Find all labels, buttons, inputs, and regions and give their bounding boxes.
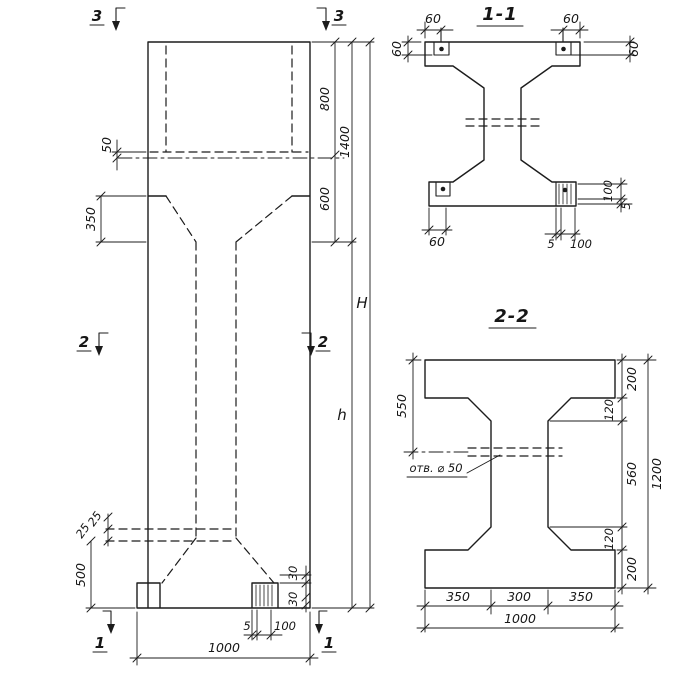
dim-100-label: 100 — [274, 619, 296, 633]
hole-leader-line — [406, 454, 501, 478]
dim-50-label: 50 — [99, 137, 114, 153]
section-marker-1-label: 1 — [324, 634, 334, 652]
section-2-2-outline — [424, 359, 616, 589]
dim-5-bottom-label: 5 — [547, 237, 554, 251]
dim-120-top-label: 120 — [602, 399, 616, 421]
section-marker-1-right: 1 — [315, 610, 337, 653]
dim-200-bottom-label: 200 — [624, 557, 639, 581]
section-1-1-hidden-lines — [465, 118, 540, 127]
section-marker-3-right: 3 — [316, 7, 347, 31]
section-marker-1-left: 1 — [92, 610, 115, 653]
section-marker-2-left: 2 — [76, 332, 109, 356]
dim-300-label: 300 — [507, 589, 531, 604]
dim-800-label: 800 — [317, 87, 332, 111]
dim-560-label: 560 — [624, 462, 639, 486]
elevation-dimension-ticks — [86, 37, 375, 663]
dim-1400-label: 1400 — [337, 126, 352, 158]
column-hidden-lines — [105, 45, 309, 584]
section-1-1-title: 1-1 — [482, 4, 518, 25]
dim-600-label: 600 — [317, 187, 332, 211]
section-1-1-dimension-lines — [407, 29, 631, 235]
dim-30-a-label: 30 — [286, 566, 300, 581]
section-2-2-dimension-ticks — [408, 355, 653, 633]
dim-h-label: h — [337, 406, 347, 424]
dim-H-label: H — [356, 294, 367, 312]
elevation-extension-lines — [85, 41, 375, 666]
section-arrow-head — [95, 346, 103, 356]
section-arrow-head — [322, 21, 330, 31]
section-marker-3-label: 3 — [92, 7, 102, 25]
dim-60-top-right-label: 60 — [563, 11, 579, 26]
embedded-channel-hatching — [558, 183, 572, 205]
anchor-dot — [440, 186, 446, 192]
section-marker-2-label: 2 — [318, 333, 328, 351]
dim-60-right-label: 60 — [626, 41, 641, 57]
section-2-2-hole-hidden-lines — [467, 447, 563, 457]
section-arrow-line — [76, 332, 109, 352]
section-arrow-head — [112, 21, 120, 31]
dim-5-right-label: 5 — [619, 202, 633, 209]
anchor-dot — [562, 187, 568, 193]
dim-1000-label: 1000 — [208, 640, 240, 655]
section-2-2-title: 2-2 — [494, 306, 530, 327]
section-arrow-line — [316, 7, 347, 26]
section-1-1-dimension-ticks — [403, 25, 635, 239]
dim-120-bottom-label: 120 — [602, 528, 616, 550]
section-arrow-head — [315, 624, 323, 634]
foot-plate-hatching — [255, 584, 273, 607]
dim-60-top-left-label: 60 — [425, 11, 441, 26]
section-arrow-head — [307, 346, 315, 356]
anchor-dot — [439, 46, 444, 52]
dim-30-b-label: 30 — [286, 592, 300, 607]
dim-1200-label: 1200 — [649, 458, 664, 490]
dim-350-left-label: 350 — [446, 589, 470, 604]
section-2-2-view: 2-2 отв. ⌀ 50 550 200 120 560 120 200 12… — [394, 306, 664, 633]
column-elevation: 800 600 1400 H h 50 350 500 25 25 30 30 … — [73, 7, 375, 666]
hole-diameter-label: отв. ⌀ 50 — [409, 461, 462, 475]
dim-60-bottom-label: 60 — [429, 234, 445, 249]
dim-60-left-label: 60 — [389, 41, 404, 57]
column-outline — [136, 41, 311, 609]
section-marker-3-left: 3 — [89, 7, 126, 31]
dim-1000-label: 1000 — [504, 611, 536, 626]
section-marker-3-label: 3 — [334, 7, 344, 25]
section-arrow-line — [92, 610, 112, 653]
dim-5-label: 5 — [243, 619, 250, 633]
section-1-1-outline — [424, 41, 581, 207]
section-arrow-line — [89, 7, 126, 26]
dim-25-b-label: 25 — [73, 521, 93, 541]
section-2-2-dimension-lines — [412, 352, 649, 629]
section-marker-2-right: 2 — [301, 332, 331, 356]
dim-350-label: 350 — [83, 207, 98, 231]
section-marker-1-label: 1 — [95, 634, 105, 652]
dim-350-right-label: 350 — [569, 589, 593, 604]
dim-500-label: 500 — [73, 563, 88, 587]
section-arrow-line — [301, 332, 331, 352]
embedded-plate-details — [433, 27, 572, 207]
dim-550-label: 550 — [394, 394, 409, 418]
section-arrow-line — [318, 610, 337, 653]
elevation-dimension-lines — [90, 41, 371, 659]
anchor-dot — [561, 46, 566, 52]
section-marker-2-label: 2 — [79, 333, 89, 351]
dim-100-bottom-label: 100 — [570, 237, 592, 251]
dim-100-right-label: 100 — [601, 180, 615, 202]
section-arrow-head — [107, 624, 115, 634]
dim-25-a-label: 25 — [85, 509, 105, 529]
dim-200-top-label: 200 — [624, 367, 639, 391]
section-1-1-view: 1-1 60 60 60 60 60 5 100 100 5 — [389, 4, 641, 251]
